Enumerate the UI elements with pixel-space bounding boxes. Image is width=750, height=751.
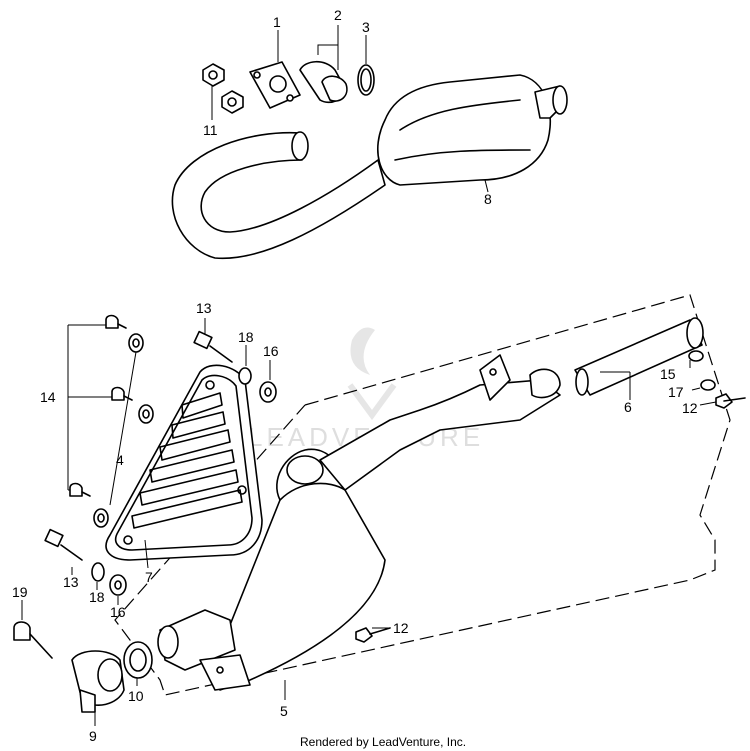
- label-1: 1: [273, 14, 281, 30]
- part-3-gasket: [357, 35, 375, 96]
- part-5-muffler: [157, 354, 561, 700]
- part-6-tail-pipe: [574, 317, 704, 400]
- label-12-lower: 12: [393, 620, 409, 636]
- label-18-lower: 18: [89, 589, 105, 605]
- label-3: 3: [362, 19, 370, 35]
- label-15: 15: [660, 366, 676, 382]
- label-13-upper: 13: [196, 300, 212, 316]
- callout-labels: 1 2 3 11 8 13 18 16 14 4 15 17 12 6 13 1…: [12, 7, 698, 744]
- part-16-washer-upper: [259, 360, 277, 403]
- part-4-washers: [93, 333, 154, 528]
- label-19: 19: [12, 584, 28, 600]
- label-16-lower: 16: [110, 604, 126, 620]
- label-9: 9: [89, 728, 97, 744]
- label-13-lower: 13: [63, 574, 79, 590]
- label-17: 17: [668, 384, 684, 400]
- part-15-washer: [688, 350, 704, 368]
- part-5-outline: [114, 294, 731, 696]
- part-17-washer: [691, 379, 716, 391]
- part-10-collar: [123, 641, 153, 686]
- part-16-washer-lower: [109, 574, 127, 605]
- label-7: 7: [145, 569, 153, 585]
- part-8-exhaust-pipe: [171, 74, 568, 260]
- label-12-upper: 12: [682, 400, 698, 416]
- part-9-clamp: [71, 650, 125, 726]
- part-13-bolt-lower: [44, 528, 83, 575]
- part-13-bolt-upper: [193, 318, 233, 363]
- part-2-collar: [299, 25, 348, 104]
- label-11: 11: [203, 122, 218, 138]
- label-18-upper: 18: [238, 329, 254, 345]
- part-11-nuts: [202, 63, 244, 120]
- part-18-washer-lower: [91, 562, 105, 590]
- part-12-bolt-upper: [699, 393, 746, 409]
- render-credit: Rendered by LeadVenture, Inc.: [300, 735, 466, 749]
- label-4: 4: [116, 452, 124, 468]
- label-8: 8: [484, 191, 492, 207]
- part-18-washer-upper: [238, 345, 252, 385]
- part-7-heat-shield: [105, 364, 263, 569]
- part-19-bolt: [13, 600, 53, 659]
- label-6: 6: [624, 399, 632, 415]
- label-16-upper: 16: [263, 343, 279, 359]
- label-5: 5: [280, 703, 288, 719]
- part-1-flange: [249, 30, 301, 109]
- label-2: 2: [334, 7, 342, 23]
- part-12-bolt-lower: [355, 627, 391, 643]
- part-14-screws: [67, 314, 133, 497]
- label-10: 10: [128, 688, 144, 704]
- label-14: 14: [40, 389, 56, 405]
